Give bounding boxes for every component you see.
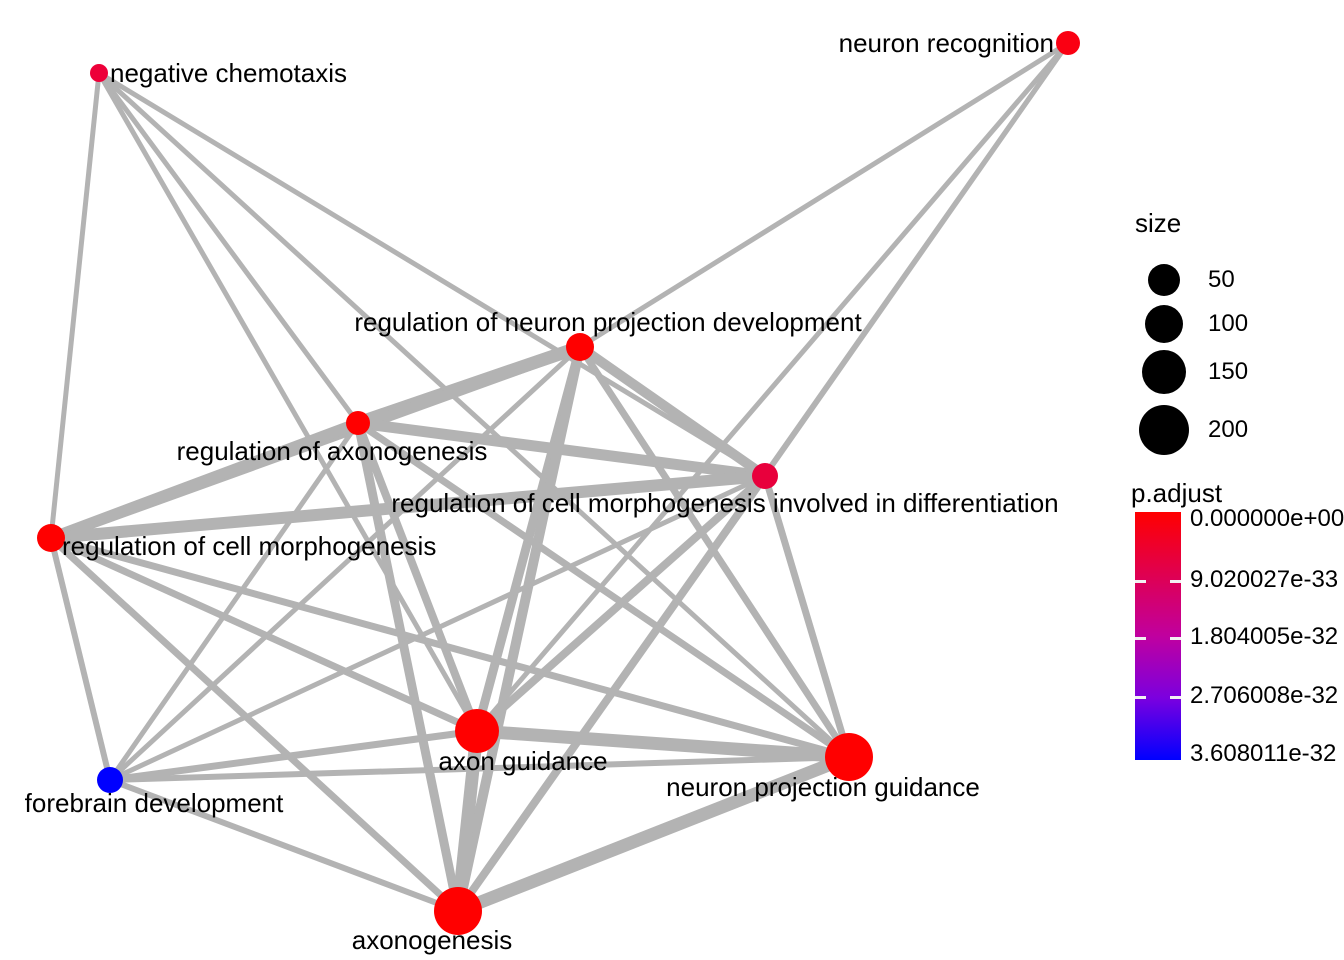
network-edge — [50, 534, 850, 761]
network-edge — [451, 730, 484, 912]
colorbar-tick — [1170, 637, 1181, 640]
node-layer — [37, 31, 1080, 935]
network-edge — [48, 537, 113, 781]
network-edge — [97, 71, 851, 759]
network-node[interactable] — [37, 524, 65, 552]
network-node[interactable] — [97, 767, 123, 793]
padjust-legend-title: p.adjust — [1131, 478, 1223, 508]
network-edge — [357, 417, 766, 482]
network-edge — [109, 754, 850, 783]
network-edge — [454, 473, 769, 914]
network-edge — [108, 473, 767, 783]
size-legend-label: 50 — [1208, 266, 1235, 293]
network-node-label: regulation of cell morphogenesis — [62, 531, 437, 561]
colorbar-tick-label: 0.000000e+00 — [1190, 505, 1344, 532]
size-legend-title: size — [1135, 208, 1182, 238]
legend-panel: size 50 100 150 200 p.adjust 0.000000e+00 9.… — [1128, 0, 1344, 960]
network-edge — [356, 420, 851, 760]
network-edge — [761, 474, 853, 759]
network-node[interactable] — [90, 64, 108, 82]
network-edge — [50, 470, 766, 544]
network-edge — [108, 777, 460, 914]
network-node-label: regulation of cell morphogenesis involve… — [391, 488, 1059, 518]
network-node[interactable] — [1056, 31, 1080, 55]
network-edge — [455, 750, 852, 918]
network-edge — [48, 535, 461, 914]
network-node-label: axonogenesis — [351, 925, 513, 955]
size-legend-swatch — [1148, 264, 1180, 296]
network-node[interactable] — [346, 411, 370, 435]
network-edge — [762, 41, 1071, 478]
colorbar-tick — [1135, 637, 1146, 640]
network-node[interactable] — [455, 709, 499, 753]
network-edge — [453, 345, 585, 913]
network-node-label: regulation of neuron projection developm… — [354, 307, 862, 337]
network-edge — [97, 70, 767, 479]
network-edge — [49, 417, 360, 544]
colorbar-tick-label: 1.804005e-32 — [1190, 623, 1339, 650]
network-edge — [476, 724, 850, 764]
network-edge — [107, 421, 361, 782]
colorbar-tick — [1135, 580, 1146, 583]
network-edge — [96, 71, 361, 425]
colorbar-tick-label: 9.020027e-33 — [1190, 566, 1339, 593]
size-legend-swatch — [1145, 305, 1183, 343]
network-node[interactable] — [434, 887, 482, 935]
network-node-label: negative chemotaxis — [110, 58, 348, 88]
padjust-colorbar — [1135, 512, 1181, 760]
network-edge — [474, 473, 768, 734]
colorbar-tick — [1135, 696, 1146, 699]
network-edge — [108, 345, 582, 782]
network-node-label: forebrain development — [24, 788, 284, 818]
network-node-label: neuron projection guidance — [666, 772, 980, 802]
network-edge — [96, 71, 480, 733]
network-edge — [577, 342, 768, 481]
network-node-label: neuron recognition — [838, 28, 1054, 58]
network-edge — [109, 727, 478, 784]
colorbar-tick-label: 3.608011e-32 — [1190, 740, 1337, 767]
size-legend-label: 200 — [1208, 416, 1249, 443]
size-legend-label: 150 — [1208, 358, 1249, 385]
network-node[interactable] — [825, 733, 873, 781]
size-legend-swatch — [1139, 405, 1189, 455]
network-edge — [578, 40, 1070, 350]
colorbar-tick — [1170, 696, 1181, 699]
network-edge — [475, 41, 1070, 733]
size-legend-label: 100 — [1208, 310, 1249, 337]
edge-layer — [48, 40, 1071, 918]
network-edge — [48, 72, 102, 539]
network-node[interactable] — [752, 463, 778, 489]
colorbar-tick-label: 2.706008e-32 — [1190, 682, 1339, 709]
network-node[interactable] — [566, 333, 594, 361]
network-edge — [354, 421, 481, 733]
network-node-label: axon guidance — [438, 746, 608, 776]
size-legend-swatch — [1142, 350, 1186, 394]
colorbar-tick — [1170, 580, 1181, 583]
network-edge — [49, 534, 479, 735]
network-node-label: regulation of axonogenesis — [176, 436, 488, 466]
